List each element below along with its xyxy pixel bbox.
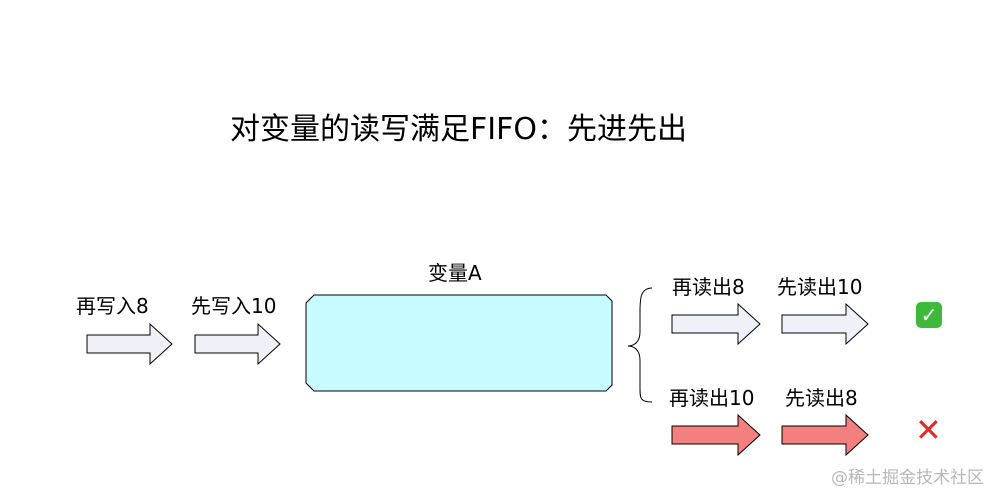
watermark: @稀土掘金技术社区 xyxy=(831,468,984,488)
read-arrow-10-wrong xyxy=(671,413,761,457)
cross-mark-icon: ✕ xyxy=(915,411,942,449)
read-label-8-correct: 再读出8 xyxy=(672,275,745,299)
write-label-10: 先写入10 xyxy=(191,294,277,318)
write-arrow-10 xyxy=(194,322,281,366)
read-arrow-8-wrong xyxy=(781,413,869,457)
read-label-10-correct: 先读出10 xyxy=(777,275,863,299)
check-mark-icon: ✓ xyxy=(916,302,942,328)
variable-label: 变量A xyxy=(428,261,482,285)
variable-box xyxy=(305,294,613,392)
read-label-10-wrong: 再读出10 xyxy=(669,386,755,410)
write-arrow-8 xyxy=(86,322,173,366)
branch-brace xyxy=(627,287,653,403)
read-label-8-wrong: 先读出8 xyxy=(785,386,858,410)
read-arrow-8-correct xyxy=(671,302,761,346)
diagram-title: 对变量的读写满足FIFO：先进先出 xyxy=(230,112,687,147)
read-arrow-10-correct xyxy=(781,302,869,346)
write-label-8: 再写入8 xyxy=(76,294,149,318)
